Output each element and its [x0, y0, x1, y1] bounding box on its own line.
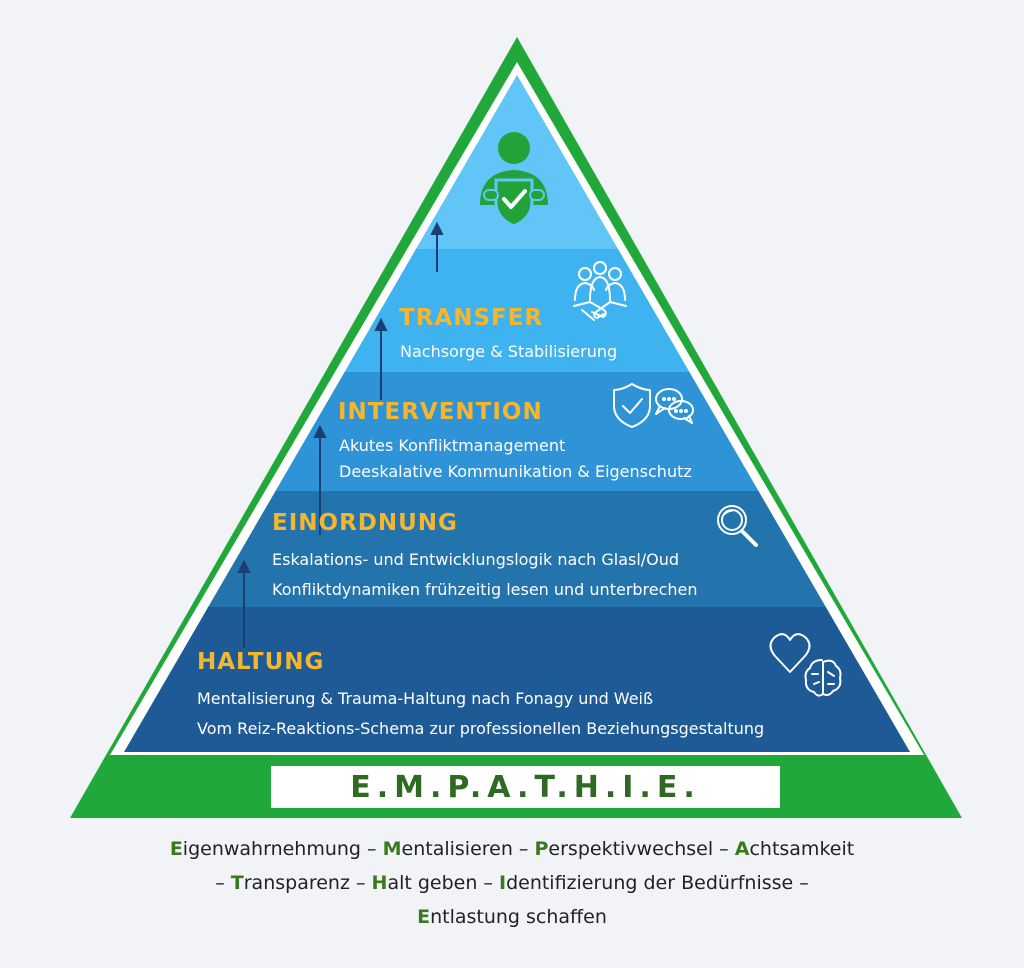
pyramid-diagram	[70, 37, 962, 818]
layer-line-haltung-2: Vom Reiz-Reaktions-Schema zur profession…	[197, 719, 765, 738]
legend-separator: –	[349, 872, 372, 894]
acronym-word: E.M.P.A.T.H.I.E.	[350, 769, 701, 805]
layer-line-einordnung-1: Eskalations- und Entwicklungslogik nach …	[272, 550, 680, 569]
legend-word-rest: ransparenz	[243, 872, 350, 894]
legend-initial: A	[734, 838, 750, 860]
legend-word-rest: igenwahrnehmung	[182, 838, 361, 860]
layer-title-transfer: TRANSFER	[399, 305, 544, 331]
acronym-banner: E.M.P.A.T.H.I.E.	[271, 766, 780, 808]
legend-initial: P	[534, 838, 549, 860]
legend-initial: H	[371, 872, 388, 894]
progress-arrows	[237, 221, 444, 648]
legend-word-rest: chtsamkeit	[749, 838, 855, 860]
layer-line-intervention-1: Akutes Konfliktmanagement	[339, 436, 566, 455]
legend-initial: M	[382, 838, 402, 860]
layer-line-intervention-2: Deeskalative Kommunikation & Eigenschutz	[339, 462, 692, 481]
legend-initial: E	[417, 906, 431, 928]
legend-word-rest: dentifizierung der Bedürfnisse	[506, 872, 794, 894]
tier-haltung	[124, 607, 910, 752]
legend-initial: I	[498, 872, 507, 894]
legend-separator: –	[361, 838, 383, 860]
legend-line-2: – Transparenz – Halt geben – Identifizie…	[60, 866, 964, 900]
legend-line-1: Eigenwahrnehmung – Mentalisieren – Persp…	[60, 832, 964, 866]
heart-brain-icon	[769, 633, 842, 697]
layer-title-einordnung: EINORDNUNG	[272, 510, 458, 536]
legend-separator: –	[713, 838, 735, 860]
layer-line-transfer-1: Nachsorge & Stabilisierung	[400, 342, 618, 361]
legend-initial: E	[169, 838, 183, 860]
legend-word-rest: entalisieren	[401, 838, 513, 860]
layer-line-einordnung-2: Konfliktdynamiken frühzeitig lesen und u…	[272, 580, 698, 599]
team-handshake-icon	[573, 261, 627, 321]
legend-initial: T	[230, 872, 244, 894]
legend-line-3: Entlastung schaffen	[60, 900, 964, 934]
person-shield-check-icon	[480, 132, 548, 228]
layer-title-haltung: HALTUNG	[197, 649, 325, 675]
layer-line-haltung-1: Mentalisierung & Trauma-Haltung nach Fon…	[197, 689, 654, 708]
acronym-legend: Eigenwahrnehmung – Mentalisieren – Persp…	[60, 832, 964, 934]
legend-separator: –	[477, 872, 499, 894]
legend-word-rest: erspektivwechsel	[548, 838, 714, 860]
legend-separator: –	[793, 872, 809, 894]
legend-separator: –	[512, 838, 535, 860]
magnifier-icon	[717, 505, 758, 547]
legend-word-rest: ntlastung schaffen	[430, 906, 607, 928]
legend-separator: –	[215, 872, 231, 894]
shield-check-chat-icon	[613, 383, 694, 428]
layer-title-intervention: INTERVENTION	[338, 399, 543, 425]
legend-word-rest: alt geben	[387, 872, 478, 894]
